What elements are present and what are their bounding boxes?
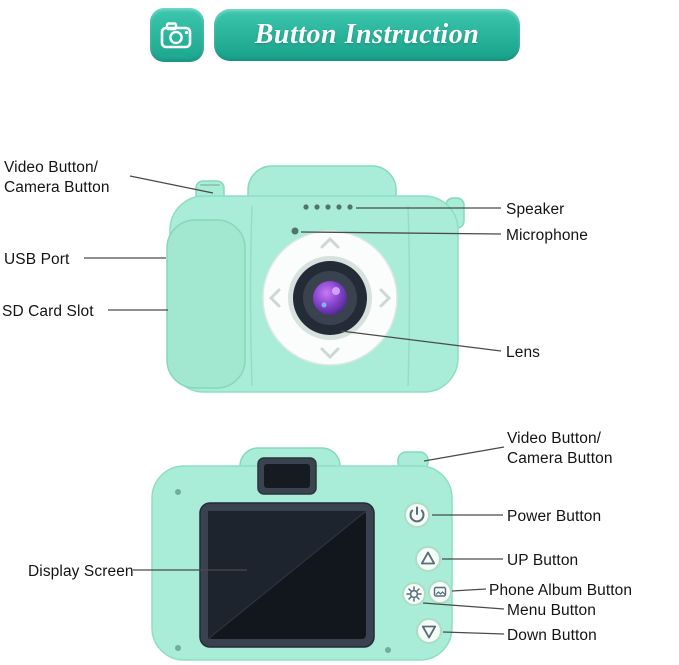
front-seam-left <box>249 205 253 387</box>
camera-icon-glyph <box>160 22 192 49</box>
title-banner: Button Instruction <box>214 9 520 61</box>
photo-album-icon <box>433 586 447 597</box>
line-phone-album <box>451 588 487 592</box>
leader-lines <box>84 175 505 635</box>
header: Button Instruction <box>150 8 520 62</box>
label-video-camera-button-back: Video Button/ Camera Button <box>507 430 613 467</box>
label-power-button: Power Button <box>507 508 602 525</box>
camera-front-view <box>166 165 465 393</box>
line-lens <box>340 330 502 352</box>
front-seam-right <box>407 205 411 387</box>
menu-button <box>402 582 426 606</box>
label-sd-card-slot: SD Card Slot <box>2 303 94 320</box>
down-triangle-icon <box>421 625 437 639</box>
label-speaker: Speaker <box>506 201 565 218</box>
up-button <box>415 546 441 572</box>
label-down-button: Down Button <box>507 627 597 644</box>
up-triangle-icon <box>420 551 436 565</box>
front-grip <box>166 219 246 389</box>
camera-back-view <box>151 447 453 661</box>
label-menu-button: Menu Button <box>507 602 596 619</box>
label-lens: Lens <box>506 344 541 361</box>
lens <box>262 230 398 366</box>
display-screen <box>199 502 375 648</box>
line-down <box>442 631 505 635</box>
viewfinder <box>257 457 317 495</box>
phone-album-button <box>428 580 452 604</box>
microphone-hole <box>291 227 299 235</box>
line-menu <box>422 602 505 610</box>
line-microphone <box>300 231 502 235</box>
speaker-holes <box>303 204 353 210</box>
page-title: Button Instruction <box>254 19 480 50</box>
label-microphone: Microphone <box>506 227 588 244</box>
camera-icon <box>150 8 204 62</box>
label-up-button: UP Button <box>507 552 579 569</box>
gear-icon <box>409 589 419 599</box>
down-button <box>416 618 442 644</box>
line-video-camera-back <box>423 446 505 462</box>
label-phone-album-button: Phone Album Button <box>489 582 633 599</box>
label-display-screen: Display Screen <box>28 563 134 580</box>
line-video-camera-front <box>129 175 214 194</box>
power-button <box>404 502 430 528</box>
screws <box>175 489 391 653</box>
label-video-camera-button-front: Video Button/ Camera Button <box>4 159 110 196</box>
label-usb-port: USB Port <box>4 251 70 268</box>
